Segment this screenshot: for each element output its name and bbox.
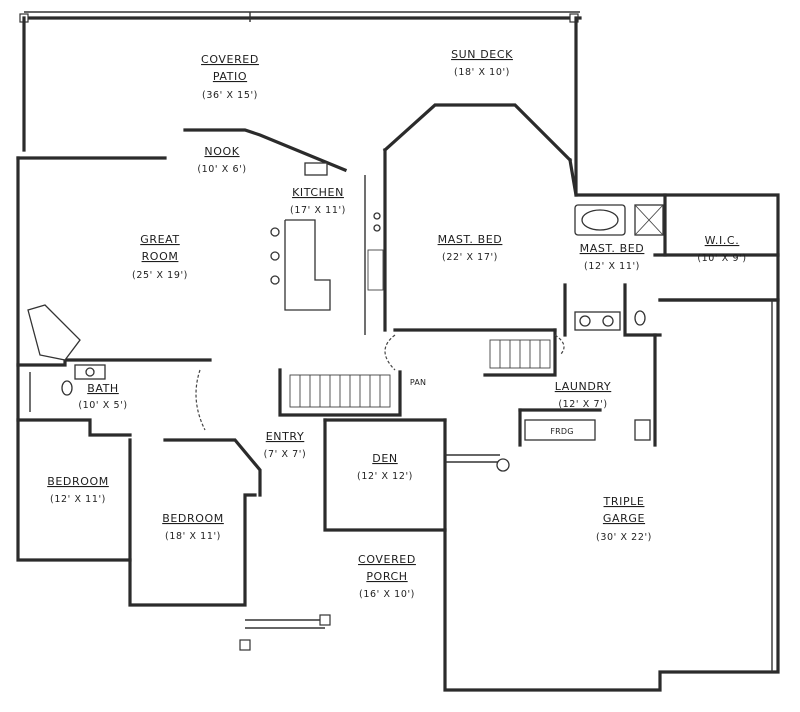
bedroom2-dims: (18' X 11') bbox=[165, 531, 221, 542]
master-bed-name: MAST. BED bbox=[438, 233, 503, 246]
great-room-name-1: GREAT bbox=[140, 233, 180, 246]
covered-porch-dims: (16' X 10') bbox=[359, 589, 415, 600]
covered-patio-name-2: PATIO bbox=[213, 70, 247, 83]
door-swings bbox=[195, 334, 565, 431]
master-bath-fixtures bbox=[574, 204, 664, 331]
pantry-name: PAN bbox=[410, 378, 426, 387]
fireplace bbox=[27, 304, 81, 361]
great-room-dims: (25' X 19') bbox=[132, 270, 188, 281]
interior-walls bbox=[16, 148, 780, 672]
kitchen-island bbox=[270, 162, 384, 311]
master-bath-dims: (12' X 11') bbox=[584, 261, 640, 272]
covered-patio-dims: (36' X 15') bbox=[202, 90, 258, 101]
sun-deck-dims: (18' X 10') bbox=[454, 67, 510, 78]
great-room-name-2: ROOM bbox=[142, 250, 179, 263]
sun-deck-name: SUN DECK bbox=[451, 48, 513, 61]
master-bath-name: MAST. BED bbox=[580, 242, 645, 255]
garage-name-1: TRIPLE bbox=[603, 495, 645, 508]
garage-name-2: GARGE bbox=[603, 512, 645, 525]
covered-patio-name-1: COVERED bbox=[201, 53, 259, 66]
kitchen-dims: (17' X 11') bbox=[290, 205, 346, 216]
master-bed-dims: (22' X 17') bbox=[442, 252, 498, 263]
bath-dims: (10' X 5') bbox=[78, 400, 127, 411]
kitchen-name: KITCHEN bbox=[292, 186, 344, 199]
bath-name: BATH bbox=[87, 382, 119, 395]
laundry-dims: (12' X 7') bbox=[558, 399, 607, 410]
den-dims: (12' X 12') bbox=[357, 471, 413, 482]
wic-dims: (10' X 9') bbox=[697, 253, 746, 264]
labels: COVERED PATIO (36' X 15') SUN DECK (18' … bbox=[47, 48, 746, 600]
entry-dims: (7' X 7') bbox=[264, 449, 307, 460]
covered-porch-name-1: COVERED bbox=[358, 553, 416, 566]
entry-name: ENTRY bbox=[266, 430, 305, 443]
laundry-fixtures bbox=[496, 419, 651, 472]
covered-porch-name-2: PORCH bbox=[366, 570, 407, 583]
den-name: DEN bbox=[372, 452, 397, 465]
laundry-name: LAUNDRY bbox=[555, 380, 612, 393]
bath-fixtures bbox=[61, 364, 106, 396]
covered-patio-structure bbox=[19, 11, 582, 197]
garage-dims: (30' X 22') bbox=[596, 532, 652, 543]
bedroom2-name: BEDROOM bbox=[162, 512, 224, 525]
exterior-walls bbox=[16, 103, 780, 692]
bedroom1-name: BEDROOM bbox=[47, 475, 109, 488]
fridge-label: FRDG bbox=[550, 427, 573, 436]
nook-dims: (10' X 6') bbox=[197, 164, 246, 175]
wic-name: W.I.C. bbox=[705, 234, 740, 247]
bedroom1-dims: (12' X 11') bbox=[50, 494, 106, 505]
nook-name: NOOK bbox=[204, 145, 239, 158]
stairs bbox=[289, 339, 551, 408]
